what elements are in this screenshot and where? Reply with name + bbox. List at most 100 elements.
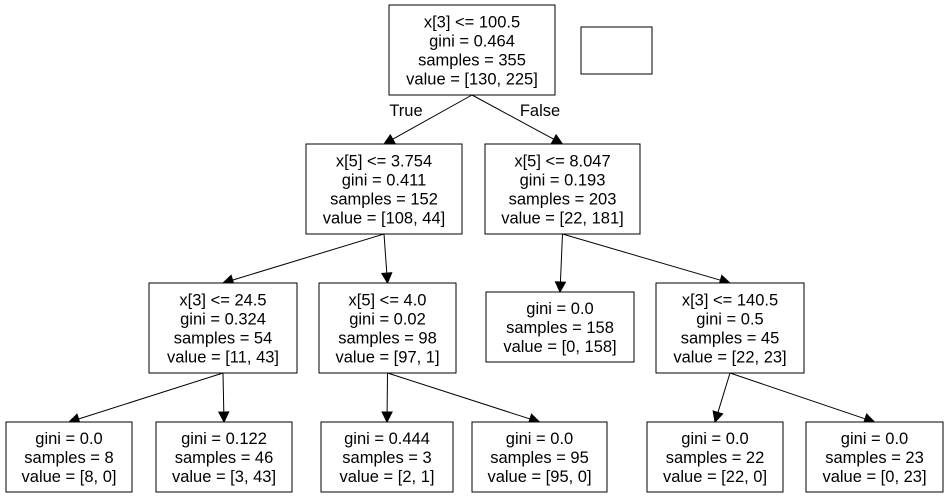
node-line: x[3] <= 100.5 bbox=[424, 14, 520, 32]
node-line: value = [130, 225] bbox=[406, 71, 538, 89]
node-line: samples = 22 bbox=[666, 449, 765, 467]
edge-n3-n8 bbox=[217, 372, 230, 424]
arrowhead bbox=[217, 411, 230, 424]
node-line: gini = 0.0 bbox=[526, 300, 593, 318]
edge-line bbox=[78, 372, 224, 420]
edge-line bbox=[222, 372, 225, 413]
node-line: samples = 46 bbox=[175, 449, 274, 467]
edges-layer: True False bbox=[67, 94, 876, 425]
node-box bbox=[5, 421, 133, 493]
node-line: value = [22, 0] bbox=[663, 468, 767, 486]
node-line: samples = 54 bbox=[174, 330, 273, 348]
edge-n2-n6 bbox=[562, 233, 732, 286]
node-line: gini = 0.411 bbox=[342, 172, 427, 190]
node-line: samples = 158 bbox=[506, 319, 614, 337]
node-line: x[5] <= 3.754 bbox=[336, 153, 432, 171]
node-line: value = [0, 23] bbox=[822, 468, 926, 486]
node-box bbox=[646, 421, 784, 493]
node-line: value = [2, 1] bbox=[340, 468, 435, 486]
node-line: gini = 0.5 bbox=[696, 311, 763, 329]
node-box bbox=[805, 421, 944, 493]
edge-label-true: True bbox=[389, 102, 422, 120]
arrowhead bbox=[712, 410, 724, 424]
edge-n0-n1: True bbox=[383, 94, 473, 145]
node-line: value = [22, 23] bbox=[673, 349, 786, 367]
node-line: value = [11, 43] bbox=[167, 349, 279, 367]
node-line: gini = 0.122 bbox=[181, 430, 267, 448]
node-line: gini = 0.0 bbox=[35, 430, 102, 448]
node-line: gini = 0.444 bbox=[344, 430, 430, 448]
node-line: samples = 23 bbox=[825, 449, 924, 467]
edge-label-false: False bbox=[520, 102, 560, 120]
node-line: x[3] <= 140.5 bbox=[682, 292, 778, 310]
node-box bbox=[155, 421, 293, 493]
node-box bbox=[318, 282, 457, 374]
node-line: value = [22, 181] bbox=[501, 210, 623, 228]
node-line: samples = 95 bbox=[490, 449, 589, 467]
edge-n4-n9 bbox=[381, 372, 393, 424]
edge-n1-n4 bbox=[380, 233, 393, 285]
edge-line bbox=[717, 372, 731, 413]
node-box bbox=[388, 4, 556, 96]
node-line: x[5] <= 4.0 bbox=[349, 292, 427, 310]
edge-line bbox=[562, 233, 721, 281]
arrowhead bbox=[381, 411, 393, 424]
node-line: samples = 98 bbox=[338, 330, 437, 348]
node-line: value = [95, 0] bbox=[487, 468, 591, 486]
node-box bbox=[655, 282, 805, 374]
edge-line bbox=[232, 233, 385, 281]
edge-line bbox=[729, 372, 866, 420]
node-line: value = [97, 1] bbox=[335, 349, 439, 367]
node-line: gini = 0.324 bbox=[180, 311, 266, 329]
node-box bbox=[471, 421, 608, 493]
arrowhead bbox=[383, 133, 396, 145]
node-line: x[3] <= 24.5 bbox=[179, 292, 266, 310]
node-line: value = [0, 158] bbox=[503, 338, 616, 356]
node-line: samples = 355 bbox=[418, 52, 526, 70]
node-line: x[5] <= 8.047 bbox=[514, 153, 610, 171]
edge-line bbox=[392, 94, 473, 140]
node-box bbox=[484, 143, 641, 235]
node-line: value = [8, 0] bbox=[22, 468, 117, 486]
node-line: samples = 203 bbox=[509, 191, 617, 209]
empty-legend-box bbox=[580, 26, 653, 75]
edge-n6-n12 bbox=[729, 372, 876, 425]
node-box bbox=[305, 143, 463, 235]
node-line: gini = 0.02 bbox=[349, 311, 426, 329]
edge-n2-n5 bbox=[554, 233, 567, 294]
node-line: samples = 8 bbox=[24, 449, 113, 467]
node-line: gini = 0.0 bbox=[681, 430, 748, 448]
edge-n0-n2: False bbox=[471, 94, 564, 145]
edge-n6-n11 bbox=[712, 372, 731, 424]
edge-line bbox=[383, 233, 388, 274]
node-line: gini = 0.464 bbox=[429, 33, 515, 51]
node-box bbox=[485, 291, 635, 363]
node-line: value = [108, 44] bbox=[323, 210, 445, 228]
edge-n3-n7 bbox=[67, 372, 224, 425]
node-line: gini = 0.0 bbox=[506, 430, 573, 448]
node-line: gini = 0.0 bbox=[841, 430, 908, 448]
node-line: samples = 3 bbox=[342, 449, 431, 467]
node-line: gini = 0.193 bbox=[520, 172, 606, 190]
edge-n4-n10 bbox=[387, 372, 541, 425]
edge-n1-n3 bbox=[221, 233, 385, 286]
edge-line bbox=[471, 94, 554, 140]
node-box bbox=[148, 282, 298, 374]
node-line: value = [3, 43] bbox=[172, 468, 276, 486]
edge-line bbox=[559, 233, 563, 283]
node-line: samples = 45 bbox=[681, 330, 780, 348]
arrowhead bbox=[380, 272, 393, 285]
